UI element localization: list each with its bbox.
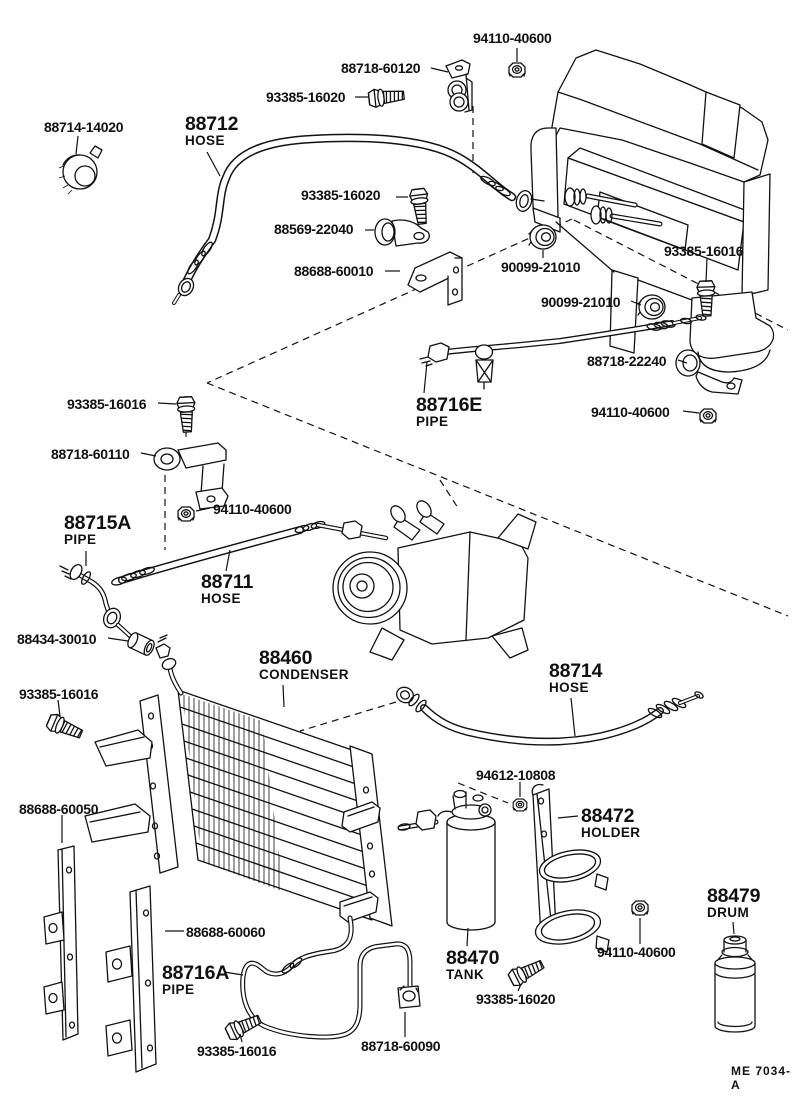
part-number: 88479 (707, 885, 761, 907)
part-type: HOSE (185, 133, 225, 149)
part-type: HOSE (201, 591, 241, 607)
part-label-88718-22240: 88718-22240 (587, 353, 667, 369)
part-label-94110-40600-4: 94110-40600 (597, 944, 676, 960)
part-type: PIPE (162, 982, 195, 998)
part-label-88472: 88472 HOLDER (581, 806, 640, 841)
pipe-88716E-drawing (419, 314, 707, 390)
part-label-88479: 88479 DRUM (707, 886, 760, 921)
part-label-88716E: 88716E PIPE (416, 395, 482, 430)
grommet-88569-22040-drawing (374, 218, 430, 247)
engine-stub-fittings (564, 187, 663, 227)
bracket-88688-60050-drawing (43, 845, 79, 1041)
part-label-88434-30010: 88434-30010 (17, 631, 97, 647)
part-label-88712: 88712 HOSE (185, 114, 238, 149)
part-label-88711: 88711 HOSE (201, 572, 253, 607)
part-number: 88712 (185, 113, 239, 135)
part-label-88718-60120: 88718-60120 (341, 60, 421, 76)
grommet-88718-60090-drawing (397, 985, 421, 1009)
nut-94110-40600-1 (508, 62, 526, 78)
bolt-93385-16016-2 (175, 395, 197, 434)
assembly-dashed-lines (164, 106, 789, 804)
part-type: PIPE (416, 414, 449, 430)
nut-94612-10808 (512, 798, 528, 812)
nut-94110-40600-2 (699, 408, 717, 424)
pipe-88715A-drawing (59, 563, 155, 656)
part-label-93385-16016-3: 93385-16016 (19, 686, 99, 702)
bracket-88688-60060-drawing (105, 885, 157, 1073)
pipe-88716A-drawing (240, 915, 421, 1040)
part-number: 88711 (201, 571, 254, 593)
part-number: 88715A (64, 512, 132, 534)
condenser-88460-drawing (84, 634, 393, 927)
part-number: 88716A (162, 962, 230, 984)
part-label-88688-60060: 88688-60060 (186, 924, 266, 940)
part-type: TANK (446, 967, 485, 983)
hose-88712-drawing (172, 133, 545, 305)
clamp-88718-22240-drawing (675, 349, 743, 395)
part-label-94110-40600-3: 94110-40600 (213, 501, 292, 517)
part-label-94110-40600-1: 94110-40600 (473, 30, 552, 46)
part-type: HOLDER (581, 825, 641, 841)
nut-94110-40600-3 (177, 506, 195, 522)
part-label-94612-10808: 94612-10808 (476, 767, 556, 783)
part-number: 88716E (416, 394, 483, 416)
part-label-88714-14020: 88714-14020 (44, 119, 124, 135)
holder-88472-drawing (531, 783, 610, 953)
part-label-93385-16020-3: 93385-16020 (476, 991, 556, 1007)
part-number: 88472 (581, 805, 635, 827)
part-label-88715A: 88715A PIPE (64, 513, 131, 548)
bracket-88688-60010-drawing (407, 251, 463, 306)
bracket-88718-60110-drawing (153, 442, 229, 510)
part-label-88718-60090: 88718-60090 (361, 1038, 441, 1054)
part-label-93385-16016-2: 93385-16016 (67, 396, 147, 412)
hose-88714-drawing (396, 686, 704, 746)
drawing-code: ME 7034-A (731, 1064, 792, 1092)
part-label-88569-22040: 88569-22040 (274, 221, 354, 237)
part-type: PIPE (64, 532, 97, 548)
hose-88711-drawing (111, 520, 389, 586)
tank-88470-drawing (397, 789, 496, 931)
sleeve-88434-30010-drawing (127, 632, 155, 656)
part-label-88714: 88714 HOSE (549, 661, 602, 696)
bolt-93385-16020-1 (367, 85, 406, 109)
part-label-88688-60050: 88688-60050 (19, 801, 99, 817)
bolt-93385-16020-3 (506, 955, 547, 989)
part-label-88460: 88460 CONDENSER (259, 648, 349, 683)
grommet-90099-21010-2 (637, 294, 666, 320)
part-number: 88470 (446, 947, 500, 969)
grommet-90099-21010-1 (528, 224, 557, 250)
part-label-88470: 88470 TANK (446, 948, 499, 983)
part-label-88688-60010: 88688-60010 (294, 263, 374, 279)
part-label-88718-60110: 88718-60110 (51, 446, 130, 462)
clamp-88718-60120-drawing (445, 59, 473, 113)
label-leader-lines (57, 48, 735, 1043)
nut-94110-40600-4 (631, 900, 649, 916)
part-label-93385-16020-2: 93385-16020 (301, 187, 381, 203)
part-number: 88714 (549, 660, 603, 682)
part-label-90099-21010-1: 90099-21010 (501, 259, 581, 275)
bolt-93385-16020-2 (408, 187, 432, 226)
part-label-93385-16016-1: 93385-16016 (664, 243, 744, 259)
part-label-94110-40600-2: 94110-40600 (591, 404, 670, 420)
compressor-drawing (332, 500, 537, 661)
part-label-93385-16020-1: 93385-16020 (266, 89, 346, 105)
bolt-93385-16016-3 (44, 711, 86, 744)
part-type: CONDENSER (259, 667, 349, 683)
part-label-88716A: 88716A PIPE (162, 963, 229, 998)
part-number: 88460 (259, 647, 313, 669)
part-label-93385-16016-4: 93385-16016 (197, 1043, 277, 1059)
bolt-93385-16016-4 (223, 1010, 265, 1043)
clamp-88714-14020-drawing (58, 145, 103, 195)
drum-88479-drawing (714, 935, 756, 1033)
part-type: HOSE (549, 680, 589, 696)
part-type: DRUM (707, 905, 750, 921)
part-label-90099-21010-2: 90099-21010 (541, 294, 621, 310)
